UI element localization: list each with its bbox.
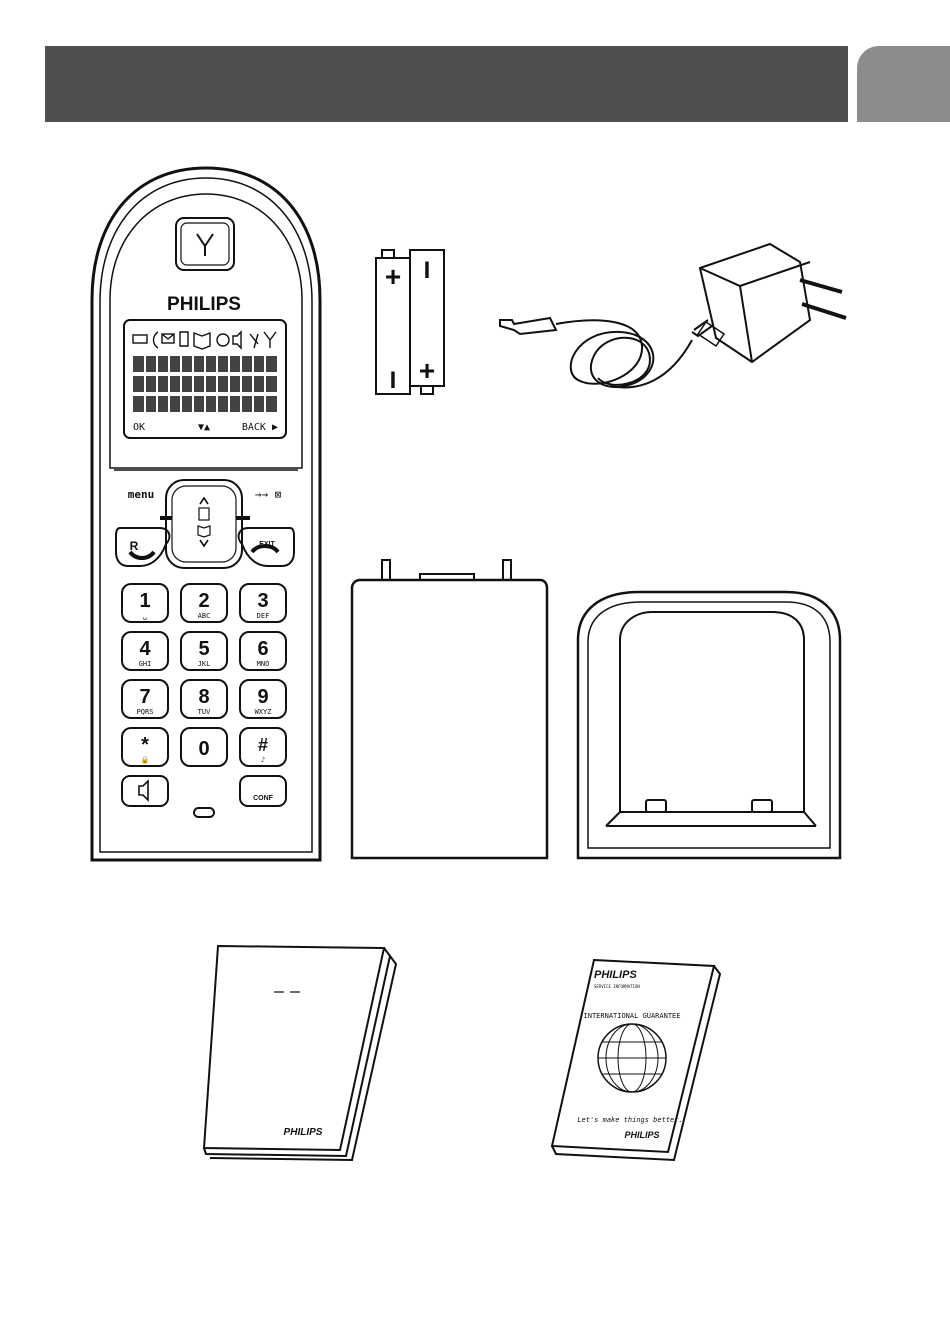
guarantee-labels: PHILIPS SERVICE INFORMATION INTERNATIONA… (577, 969, 682, 1140)
key-digit: 1 (139, 590, 150, 612)
key-digit: 7 (139, 686, 150, 708)
handset-display: OK ▼▲ BACK ▶ (124, 320, 286, 438)
menu-key-label: menu (128, 488, 155, 501)
handset-brand: PHILIPS (167, 294, 241, 315)
key-digit: 2 (198, 590, 209, 612)
talk-key[interactable] (116, 528, 169, 566)
key-letters: JKL (198, 660, 211, 668)
key-letters: GHI (139, 660, 152, 668)
softkey-right-label: BACK ▶ (242, 422, 278, 433)
talk-key-label: R (130, 539, 139, 553)
softkey-mid-label: ▼▲ (198, 422, 210, 433)
key-digit: 0 (198, 738, 209, 760)
guarantee-brand: PHILIPS (594, 969, 637, 981)
key-letters: PQRS (137, 708, 154, 716)
manual-brand: PHILIPS (284, 1127, 323, 1138)
battery-icon (133, 335, 147, 343)
handset-icon (154, 332, 159, 348)
key-letters: WXYZ (255, 708, 272, 716)
guarantee-slogan: Let's make things better. (577, 1116, 682, 1124)
microphone (194, 808, 214, 817)
base-station (352, 560, 547, 858)
handset-navigation (114, 470, 298, 568)
nav-calllog-icon (199, 508, 209, 520)
key-digit: 9 (257, 686, 268, 708)
key-digit: 6 (257, 638, 268, 660)
softkey-left-label: OK (133, 422, 145, 433)
call-log-icon (180, 332, 188, 346)
earpiece (176, 218, 234, 270)
speaker-key-icon (139, 781, 148, 800)
nav-key[interactable] (166, 480, 242, 568)
key-letters: TUV (198, 708, 211, 716)
key-letters: DEF (257, 612, 270, 620)
key-digit: # (258, 735, 268, 755)
guarantee-subtitle: SERVICE INFORMATION (594, 984, 640, 989)
charger (578, 592, 840, 858)
alarm-icon (217, 334, 229, 346)
guarantee-brand-footer: PHILIPS (624, 1130, 659, 1140)
exit-key-label: EXIT (259, 541, 275, 548)
guarantee-ring-text: INTERNATIONAL GUARANTEE (584, 1012, 681, 1020)
redial-key-label: →→ ⊠ (255, 488, 282, 501)
key-digit: 3 (257, 590, 268, 612)
key-digit: 8 (198, 686, 209, 708)
key-digit: * (141, 734, 149, 756)
key-letters: ♪ (261, 756, 265, 764)
speaker-key[interactable] (122, 776, 168, 806)
nav-phonebook-icon (198, 526, 210, 537)
antenna-icon (264, 332, 276, 348)
key-letters: ␣ (143, 612, 147, 620)
battery-minus-right: I (424, 257, 431, 284)
key-letters: 🔒 (141, 756, 150, 764)
display-status-icons (133, 332, 276, 349)
conf-key-label: CONF (253, 795, 274, 802)
power-adapter (500, 244, 846, 387)
battery-minus-left: I (390, 367, 397, 394)
ringer-off-icon (250, 334, 258, 348)
speaker-icon (233, 332, 241, 348)
battery-plus-right: + (419, 355, 435, 386)
battery-plus-left: + (385, 261, 401, 292)
key-digit: 4 (139, 638, 151, 660)
key-digit: 5 (198, 638, 209, 660)
key-letters: MNO (257, 660, 270, 668)
phonebook-icon (194, 333, 210, 349)
key-letters: ABC (198, 612, 211, 620)
